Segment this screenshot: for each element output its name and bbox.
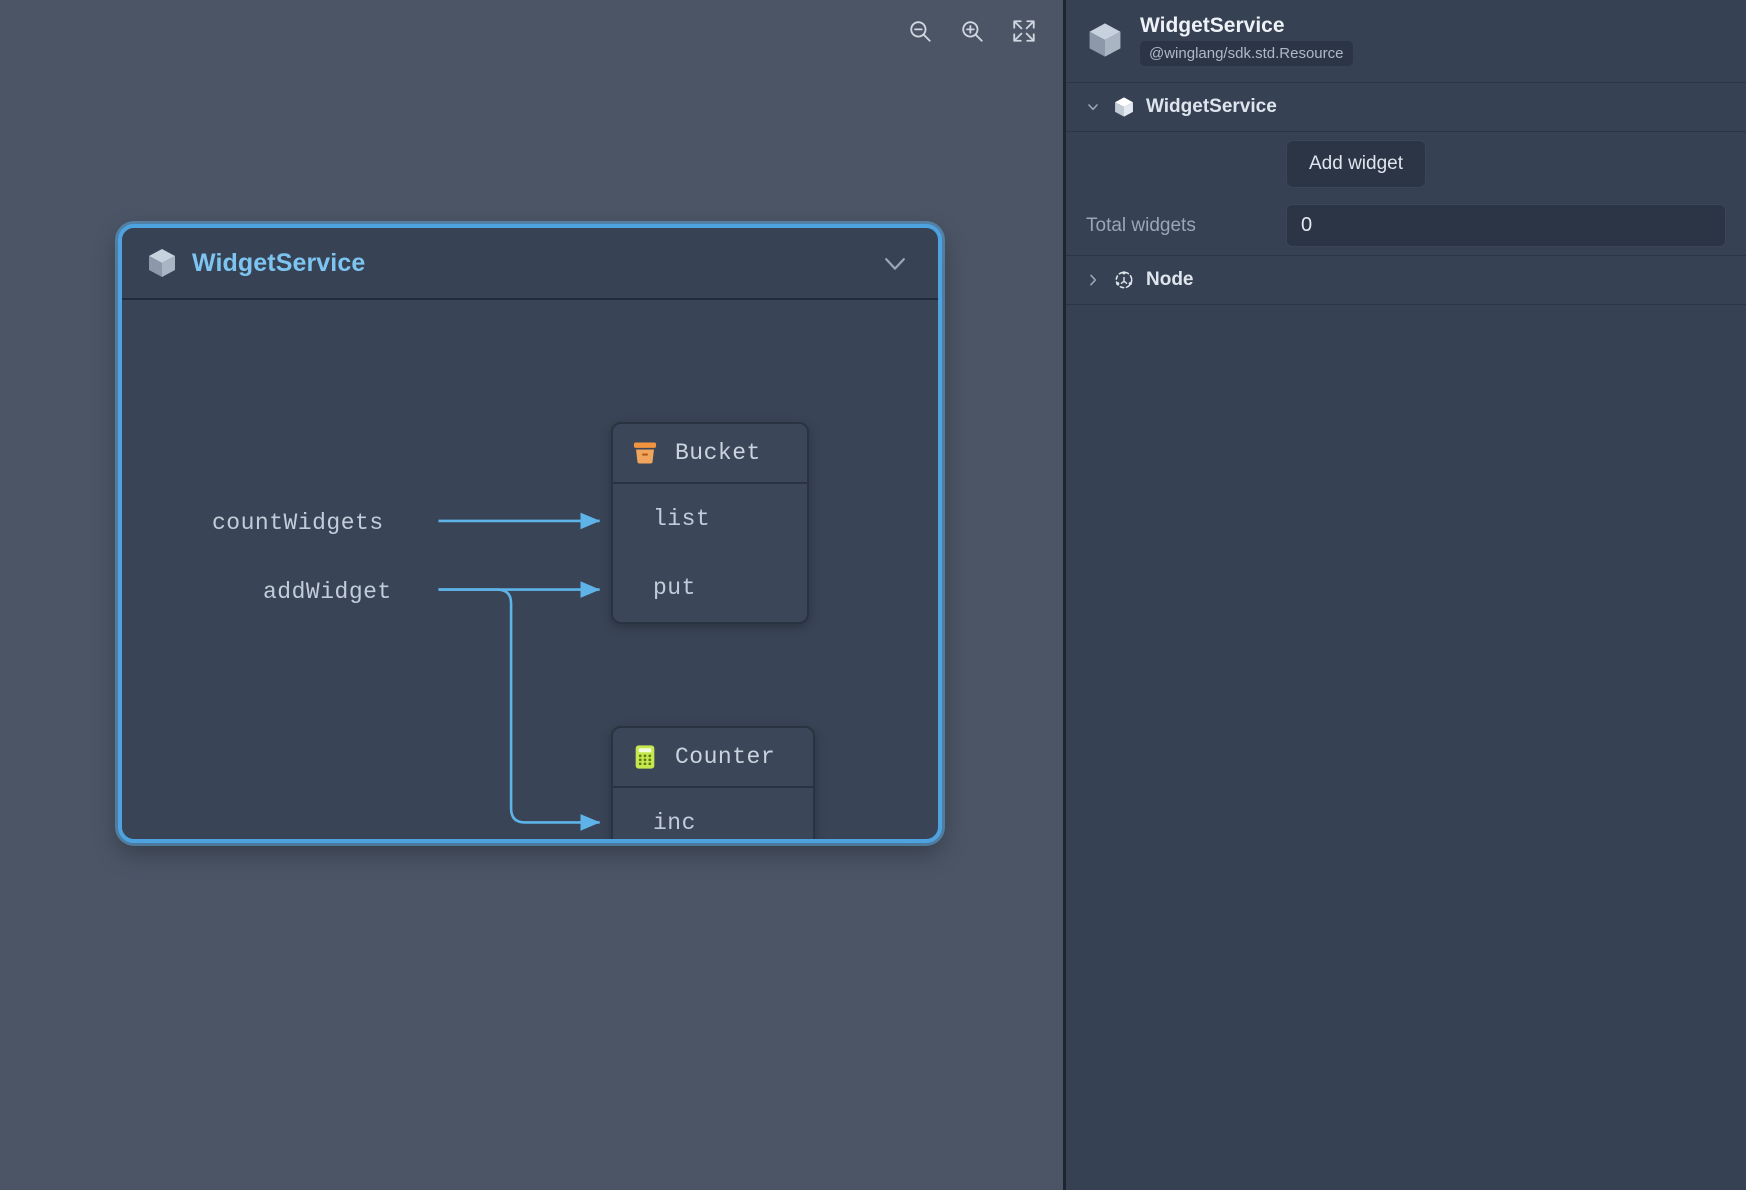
resource-method-inc[interactable]: inc: [653, 809, 696, 836]
tree-row-widgetservice[interactable]: WidgetService: [1066, 83, 1746, 132]
properties-area: Add widget Total widgets: [1066, 132, 1746, 256]
bucket-icon: [633, 442, 657, 464]
total-widgets-input[interactable]: [1286, 204, 1726, 247]
chevron-down-icon[interactable]: [878, 246, 912, 280]
inflow-label-countwidgets: countWidgets: [212, 510, 384, 536]
add-widget-button[interactable]: Add widget: [1286, 140, 1427, 188]
chevron-right-icon[interactable]: [1084, 271, 1102, 289]
resource-method-put[interactable]: put: [653, 574, 696, 601]
inspector-subtitle-badge: @winglang/sdk.std.Resource: [1140, 41, 1353, 66]
resource-title-counter: Counter: [675, 744, 776, 770]
resource-header-counter: Counter: [613, 728, 813, 788]
cube-icon: [1115, 97, 1133, 117]
cube-icon: [1089, 23, 1121, 57]
container-header[interactable]: WidgetService: [122, 228, 938, 300]
node-atom-icon: [1115, 271, 1133, 289]
tree-row-node[interactable]: Node: [1066, 256, 1746, 305]
resource-node-counter[interactable]: Counter inc: [611, 726, 815, 839]
tree-label-widgetservice: WidgetService: [1146, 96, 1277, 117]
diagram-canvas[interactable]: WidgetService: [0, 0, 1063, 1190]
zoom-in-icon[interactable]: [957, 16, 987, 46]
container-title: WidgetService: [192, 248, 366, 277]
container-body: countWidgets addWidget Bucket list put: [122, 300, 938, 839]
canvas-toolbar: [905, 16, 1039, 46]
zoom-out-icon[interactable]: [905, 16, 935, 46]
chevron-down-icon[interactable]: [1084, 98, 1102, 116]
inspector-header: WidgetService @winglang/sdk.std.Resource: [1066, 0, 1746, 83]
container-node-widgetservice[interactable]: WidgetService: [118, 224, 942, 843]
resource-header-bucket: Bucket: [613, 424, 807, 484]
resource-node-bucket[interactable]: Bucket list put: [611, 422, 809, 624]
inspector-panel: WidgetService @winglang/sdk.std.Resource…: [1063, 0, 1746, 1190]
resource-title-bucket: Bucket: [675, 440, 761, 466]
property-label-total-widgets: Total widgets: [1086, 214, 1196, 236]
cube-icon: [149, 249, 175, 277]
inspector-title: WidgetService: [1140, 14, 1285, 37]
tree-label-node: Node: [1146, 269, 1194, 290]
counter-icon: [635, 745, 655, 769]
property-row-total-widgets: Total widgets: [1066, 196, 1746, 255]
edge-layer: [438, 512, 601, 831]
inflow-label-addwidget: addWidget: [263, 579, 392, 605]
resource-method-list[interactable]: list: [653, 505, 711, 532]
property-row-add-widget: Add widget: [1066, 132, 1746, 196]
fit-screen-icon[interactable]: [1009, 16, 1039, 46]
